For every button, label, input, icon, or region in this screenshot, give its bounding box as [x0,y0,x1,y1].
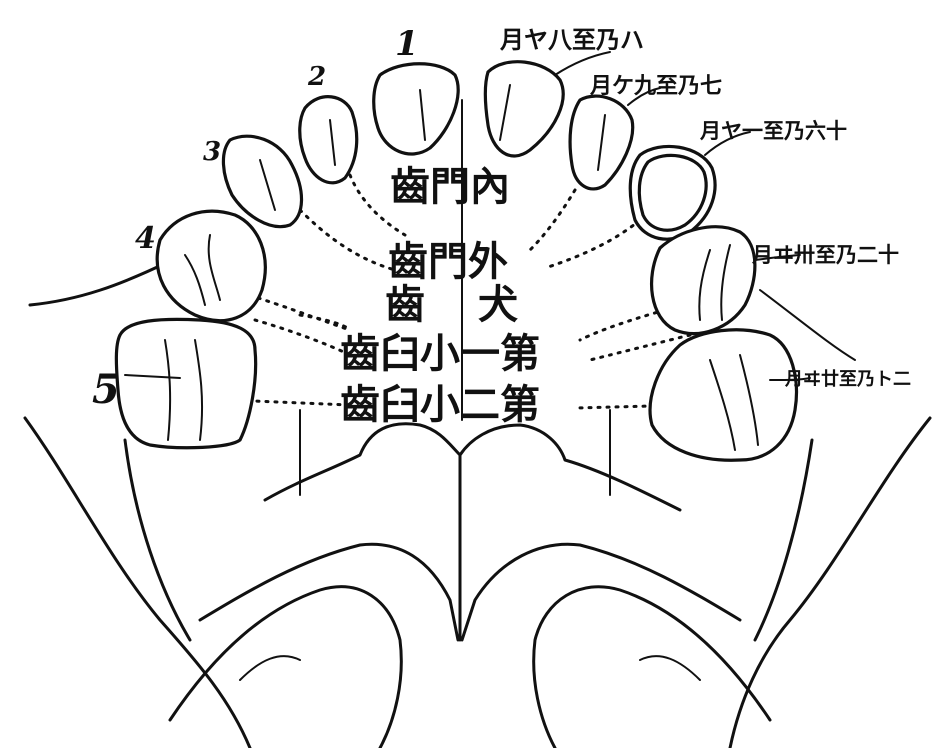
annotation-1: 月ヤ八至乃ハ [499,26,644,54]
label-canine-left: 齒 [385,281,425,328]
annotation-2: 月ケ九至乃七 [589,74,722,99]
tooth-number-5: 5 [92,366,120,413]
label-canine-right: 犬 [478,281,518,328]
tooth-number-4: 4 [135,221,156,256]
label-second-premolar: 齒臼小二第 [340,381,540,428]
tooth-number-1: 1 [395,24,419,64]
annotation-5: 月ヰ廿至乃ト二 [784,369,911,390]
label-first-premolar: 齒臼小一第 [340,330,540,377]
region-labels: 齒門內 齒門外 齒 犬 齒臼小一第 齒臼小二第 [340,163,540,428]
tooth-central-incisor-right [485,62,563,156]
tooth-central-incisor-left [374,64,458,154]
tooth-second-molar-right [650,330,796,460]
tooth-number-2: 2 [307,62,326,92]
annotation-4: 月ヰ卅至乃二十 [751,243,899,267]
tooth-canine-left [223,136,301,226]
annotation-3: 月ヤ一至乃六十 [699,119,847,143]
tooth-lateral-incisor-left [300,97,357,183]
label-lateral-incisors: 齒門外 [388,238,508,285]
tooth-second-molar-left [116,319,255,447]
label-central-incisors: 齒門內 [390,163,510,210]
tooth-number-3: 3 [203,137,221,167]
tooth-first-molar-right [652,227,755,334]
